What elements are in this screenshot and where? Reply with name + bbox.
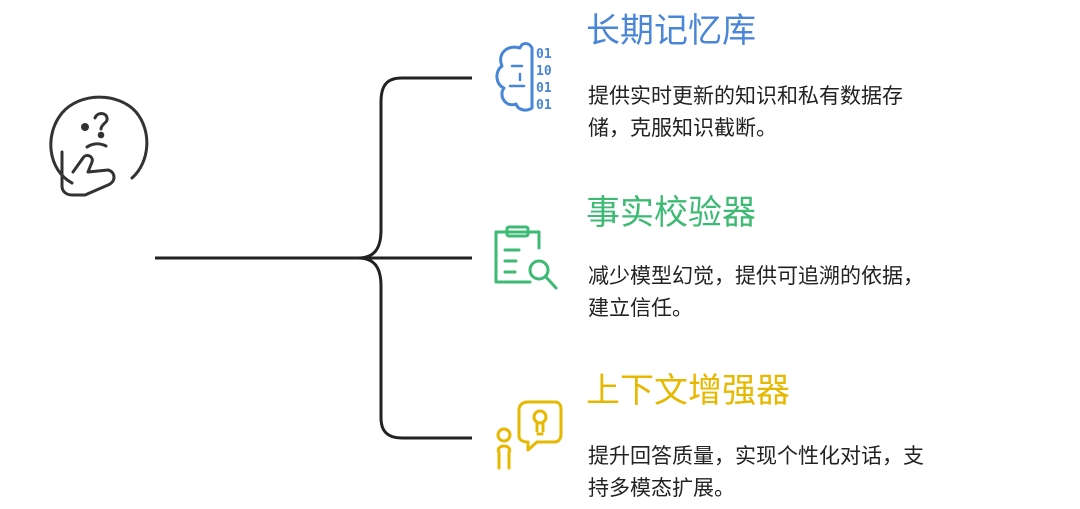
svg-text:10: 10 (536, 64, 552, 79)
branch-title-long-term-memory: 长期记忆库 (586, 11, 756, 51)
branch-connector (155, 76, 472, 440)
branch-title-fact-checker: 事实校验器 (586, 193, 756, 233)
svg-text:01: 01 (536, 81, 552, 96)
svg-text:01: 01 (536, 98, 552, 113)
binary-brain-icon: 01 10 01 01 (495, 42, 552, 113)
branch-title-context-enhancer: 上下文增强器 (586, 371, 790, 411)
branch-description-context-enhancer: 提升回答质量，实现个性化对话，支 持多模态扩展。 (588, 444, 924, 500)
clipboard-search-icon (494, 225, 558, 290)
branch-description-long-term-memory: 提供实时更新的知识和私有数据存 储，克服知识截断。 (588, 84, 903, 140)
svg-text:01: 01 (536, 47, 552, 62)
thinking-face-icon (49, 95, 149, 197)
branch-description-fact-checker: 减少模型幻觉，提供可追溯的依据， 建立信任。 (588, 264, 924, 320)
person-idea-icon (496, 400, 563, 470)
